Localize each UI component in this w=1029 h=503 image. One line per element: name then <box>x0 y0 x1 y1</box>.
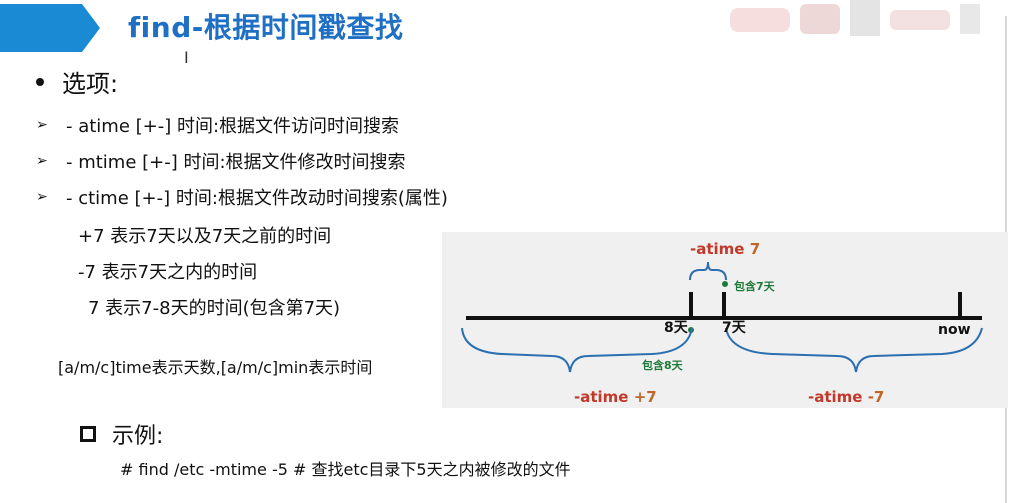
sub-item-minus7: -7 表示7天之内的时间 <box>78 262 258 283</box>
contains-7-label: 包含7天 <box>733 279 776 293</box>
bullet-icon <box>36 77 44 86</box>
arrow-bullet-icon: ➢ <box>36 153 48 169</box>
dot-7 <box>722 281 728 287</box>
atime-minus-value: -7 <box>868 388 885 406</box>
top-brace <box>689 261 727 281</box>
option-ctime-text: - ctime [+-] 时间:根据文件改动时间搜索(属性) <box>66 188 448 209</box>
option-atime-text: - atime [+-] 时间:根据文件访问时间搜索 <box>66 116 400 137</box>
option-mtime-text: - mtime [+-] 时间:根据文件修改时间搜索 <box>66 152 406 173</box>
example-command: # find /etc -mtime -5 # 查找etc目录下5天之内被修改的… <box>120 460 571 479</box>
tick-now-label: now <box>938 322 971 338</box>
decorative-blur <box>730 0 980 36</box>
atime-label-value: 7 <box>750 240 760 258</box>
svg-text:-atime -7: -atime -7 <box>808 388 884 406</box>
left-brace <box>461 327 693 373</box>
atime-plus-value: +7 <box>634 388 657 406</box>
example-heading: 示例: <box>80 418 163 450</box>
atime-minus-prefix: -atime <box>808 388 862 406</box>
tick-7-label: 7天 <box>722 320 747 336</box>
unit-note: [a/m/c]time表示天数,[a/m/c]min表示时间 <box>58 358 373 377</box>
arrow-bullet-icon: ➢ <box>36 117 48 133</box>
section-heading: 选项: <box>36 64 118 99</box>
square-bullet-icon <box>80 426 96 442</box>
title-arrow-shape <box>0 4 100 52</box>
sub-item-plus7: +7 表示7天以及7天之前的时间 <box>78 226 332 247</box>
atime-plus-prefix: -atime <box>574 388 628 406</box>
tick-8-label: 8天 <box>664 320 689 336</box>
sub-item-7: 7 表示7-8天的时间(包含第7天) <box>88 298 341 319</box>
page-title: find-根据时间戳查找 <box>128 11 404 44</box>
right-brace <box>725 327 983 373</box>
section-heading-label: 选项: <box>62 70 119 98</box>
option-ctime: ➢ - ctime [+-] 时间:根据文件改动时间搜索(属性) <box>36 184 448 210</box>
arrow-bullet-icon: ➢ <box>36 189 48 205</box>
contains-8-label: 包含8天 <box>641 358 684 372</box>
svg-text:-atime +7: -atime +7 <box>574 388 657 406</box>
svg-text:-atime 7: -atime 7 <box>690 240 760 258</box>
timeline-diagram: -atime 7 包含7天 8天 7天 now 包含8天 -atime +7 -… <box>442 232 1008 408</box>
example-heading-label: 示例: <box>112 424 164 449</box>
atime-label-prefix: -atime <box>690 240 744 258</box>
option-mtime: ➢ - mtime [+-] 时间:根据文件修改时间搜索 <box>36 148 406 174</box>
option-atime: ➢ - atime [+-] 时间:根据文件访问时间搜索 <box>36 112 399 138</box>
text-cursor-icon: I <box>184 48 189 67</box>
